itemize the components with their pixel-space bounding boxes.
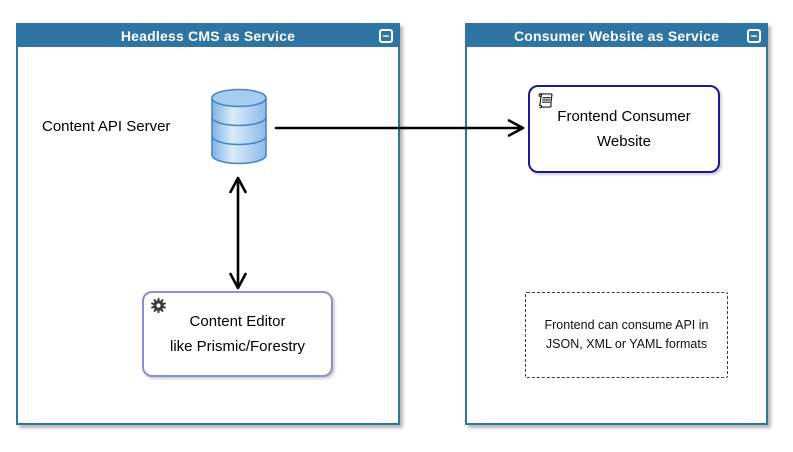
container-headless-cms-title: Headless CMS as Service bbox=[120, 28, 296, 44]
container-consumer-website-title: Consumer Website as Service bbox=[513, 28, 720, 44]
collapse-button-headless-cms[interactable]: − bbox=[379, 29, 393, 43]
database-icon bbox=[211, 88, 267, 165]
frontend-label-line2: Website bbox=[597, 133, 651, 150]
collapse-button-consumer-website[interactable]: − bbox=[747, 29, 761, 43]
note-line2: JSON, XML or YAML formats bbox=[545, 337, 708, 351]
database-label: Content API Server bbox=[42, 118, 171, 135]
content-editor-label-line1: Content Editor bbox=[189, 313, 286, 330]
container-headless-cms-header: Headless CMS as Service − bbox=[18, 25, 398, 47]
minus-icon: − bbox=[382, 29, 390, 43]
container-headless-cms[interactable]: Headless CMS as Service − bbox=[16, 23, 400, 425]
content-editor-label-line2: like Prismic/Forestry bbox=[169, 338, 305, 355]
scroll-icon bbox=[536, 91, 554, 117]
database-node[interactable] bbox=[210, 88, 268, 166]
api-formats-note[interactable]: Frontend can consume API in JSON, XML or… bbox=[525, 292, 728, 378]
minus-icon: − bbox=[750, 29, 758, 43]
note-line1: Frontend can consume API in bbox=[544, 318, 709, 332]
container-consumer-website-header: Consumer Website as Service − bbox=[467, 25, 766, 47]
frontend-label-line1: Frontend Consumer bbox=[557, 108, 691, 125]
container-consumer-website[interactable]: Consumer Website as Service − bbox=[465, 23, 768, 425]
frontend-consumer-box[interactable]: Frontend Consumer Website bbox=[528, 85, 720, 173]
content-editor-box[interactable]: Content Editor like Prismic/Forestry bbox=[142, 291, 333, 377]
gear-icon bbox=[150, 297, 167, 322]
